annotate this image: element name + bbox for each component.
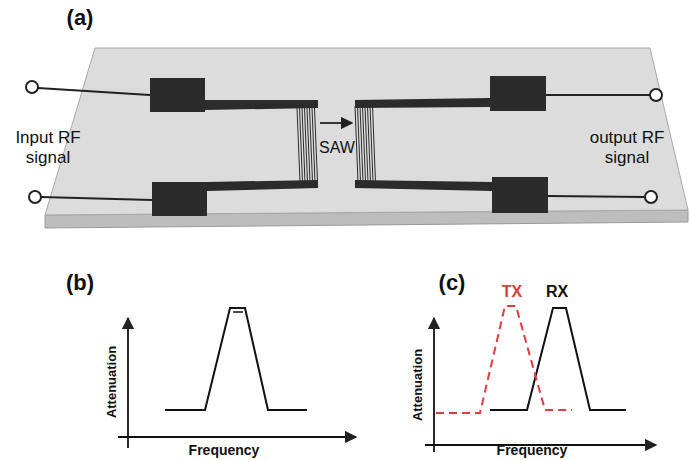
axis-title: Frequency	[189, 442, 260, 458]
busbar	[205, 100, 318, 110]
axis-title: Frequency	[497, 442, 568, 458]
idt-fingers	[355, 106, 376, 182]
contact-pad	[490, 76, 546, 111]
axis-title: Attenuation	[105, 346, 120, 418]
panel-label: (c)	[439, 270, 466, 295]
curve-label: RX	[546, 283, 568, 301]
signal-name: output RF signal	[585, 128, 669, 167]
panel-label: (b)	[66, 270, 94, 295]
busbar	[207, 180, 318, 191]
substrate	[45, 48, 688, 215]
contact-pad	[150, 78, 205, 112]
tx-curve	[436, 306, 572, 413]
curve-label: TX	[502, 283, 522, 301]
wave-label: SAW	[319, 139, 355, 157]
contact-pad	[492, 177, 548, 213]
signal-name: Input RF signal	[11, 128, 85, 167]
wires	[26, 81, 662, 203]
plot-c	[425, 308, 656, 452]
busbar	[355, 98, 490, 108]
panel-label: (a)	[67, 5, 94, 30]
idt-fingers	[297, 108, 318, 182]
saw-arrow	[320, 122, 352, 124]
contact-pad	[152, 182, 207, 216]
plot-b	[118, 308, 356, 448]
axis-title: Attenuation	[411, 349, 426, 421]
